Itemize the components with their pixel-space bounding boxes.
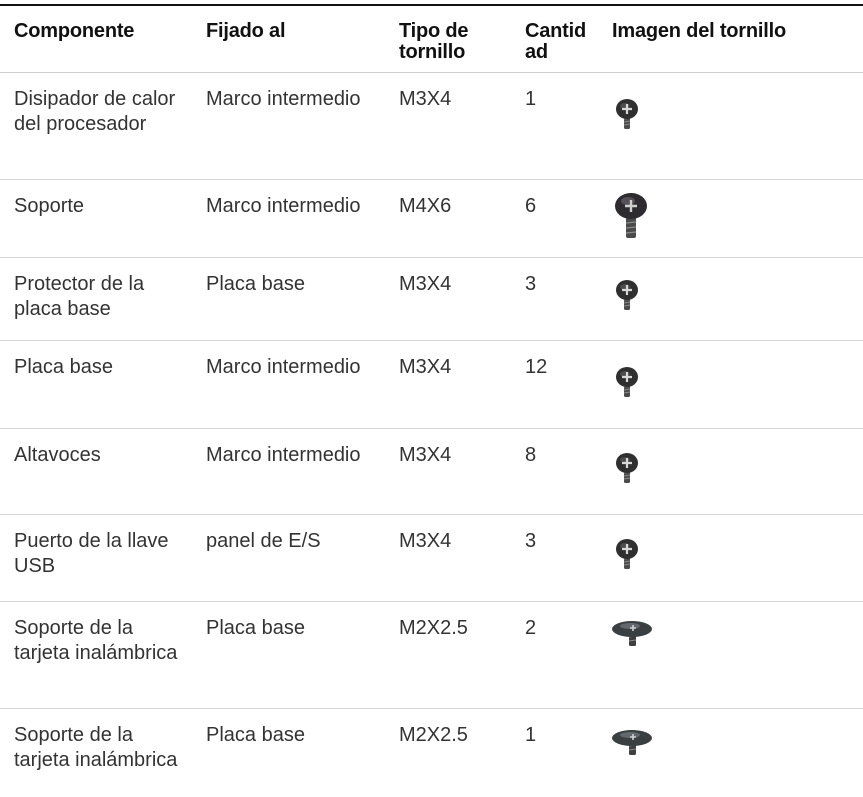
screw-m3x4-icon bbox=[616, 453, 638, 483]
cell-screw-type: M3X4 bbox=[399, 444, 452, 466]
header-cantidad-line-1: Cantid bbox=[525, 20, 587, 42]
header-tipo-line-1: Tipo de bbox=[399, 20, 469, 42]
cell-quantity: 3 bbox=[525, 273, 537, 295]
screw-m2x2.5-icon bbox=[612, 730, 652, 755]
cell-fixed-to: panel de E/S bbox=[206, 530, 321, 552]
header-cantidad: Cantid ad bbox=[525, 21, 605, 63]
table-header-row: Componente Fijado al Tipo de tornillo Ca… bbox=[0, 6, 863, 73]
screw-m3x4-icon bbox=[616, 99, 638, 129]
screw-list-table: Componente Fijado al Tipo de tornillo Ca… bbox=[0, 4, 863, 797]
header-fijado-al: Fijado al bbox=[206, 20, 286, 42]
screw-m3x4-icon bbox=[616, 280, 638, 310]
header-cantidad-line-2: ad bbox=[525, 41, 548, 63]
table-top-rule bbox=[0, 4, 863, 6]
table-row: Altavoces Marco intermedio M3X4 8 bbox=[0, 429, 863, 515]
table-row: Protector de la placa base Placa base M3… bbox=[0, 258, 863, 341]
cell-screw-type: M3X4 bbox=[399, 88, 452, 110]
cell-fixed-to: Marco intermedio bbox=[206, 356, 361, 378]
cell-component: Soporte de la tarjeta inalámbrica bbox=[14, 617, 178, 664]
table-row: Soporte de la tarjeta inalámbrica Placa … bbox=[0, 709, 863, 797]
cell-quantity: 6 bbox=[525, 195, 537, 217]
cell-component: Soporte de la tarjeta inalámbrica bbox=[14, 724, 178, 771]
cell-quantity: 12 bbox=[525, 356, 548, 378]
cell-quantity: 2 bbox=[525, 617, 537, 639]
screw-m3x4-icon bbox=[616, 367, 638, 397]
cell-fixed-to: Marco intermedio bbox=[206, 444, 361, 466]
table-row: Soporte Marco intermedio M4X6 6 bbox=[0, 180, 863, 258]
cell-screw-type: M3X4 bbox=[399, 273, 452, 295]
cell-quantity: 1 bbox=[525, 88, 537, 110]
cell-fixed-to: Placa base bbox=[206, 724, 305, 746]
cell-fixed-to: Marco intermedio bbox=[206, 195, 361, 217]
cell-screw-type: M3X4 bbox=[399, 356, 452, 378]
cell-screw-type: M2X2.5 bbox=[399, 724, 468, 746]
cell-component: Puerto de la llave USB bbox=[14, 530, 169, 577]
cell-component: Disipador de calor del procesador bbox=[14, 88, 176, 135]
header-tipo-line-2: tornillo bbox=[399, 41, 466, 63]
table-row: Disipador de calor del procesador Marco … bbox=[0, 73, 863, 180]
table-row: Puerto de la llave USB panel de E/S M3X4… bbox=[0, 515, 863, 602]
cell-screw-type: M2X2.5 bbox=[399, 617, 468, 639]
table-row: Placa base Marco intermedio M3X4 12 bbox=[0, 341, 863, 429]
header-tipo-de-tornillo: Tipo de tornillo bbox=[399, 21, 517, 63]
header-imagen-del-tornillo: Imagen del tornillo bbox=[612, 20, 786, 42]
screw-m2x2.5-icon bbox=[612, 621, 652, 646]
cell-quantity: 8 bbox=[525, 444, 537, 466]
header-componente: Componente bbox=[14, 20, 135, 42]
cell-screw-type: M4X6 bbox=[399, 195, 452, 217]
cell-quantity: 3 bbox=[525, 530, 537, 552]
screw-m4x6-icon bbox=[615, 193, 647, 238]
cell-component: Altavoces bbox=[14, 444, 101, 466]
cell-component: Protector de la placa base bbox=[14, 273, 145, 320]
cell-screw-type: M3X4 bbox=[399, 530, 452, 552]
cell-quantity: 1 bbox=[525, 724, 537, 746]
cell-fixed-to: Placa base bbox=[206, 273, 305, 295]
cell-component: Soporte bbox=[14, 195, 85, 217]
cell-fixed-to: Marco intermedio bbox=[206, 88, 361, 110]
screw-m3x4-icon bbox=[616, 539, 638, 569]
table-row: Soporte de la tarjeta inalámbrica Placa … bbox=[0, 602, 863, 709]
cell-fixed-to: Placa base bbox=[206, 617, 305, 639]
cell-component: Placa base bbox=[14, 356, 113, 378]
